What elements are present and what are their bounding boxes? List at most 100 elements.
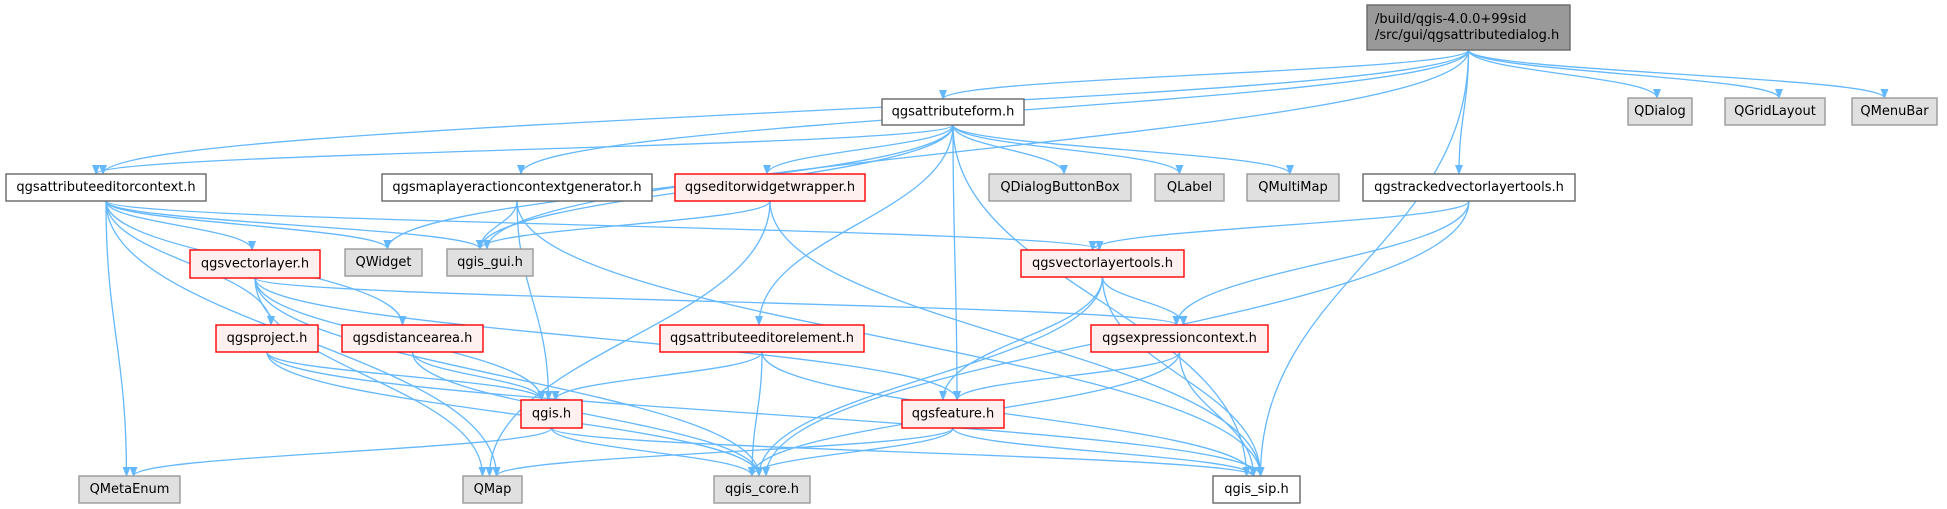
node-label: /src/gui/qgsattributedialog.h xyxy=(1375,28,1559,43)
node-box xyxy=(1154,173,1225,202)
node-label: qgsattributeform.h xyxy=(892,105,1015,120)
node-label: QDialogButtonBox xyxy=(1000,180,1120,195)
edge-qgsmaplayeractioncontextgenerator-to-qgis xyxy=(516,200,553,401)
node-label: qgstrackedvectorlayertools.h xyxy=(1374,180,1564,195)
node-qgis_sip[interactable]: qgis_sip.h xyxy=(1212,475,1301,504)
node-qgsproject[interactable]: qgsproject.h xyxy=(215,324,319,353)
edge-qgsvectorlayertools-to-qgis_core xyxy=(755,276,1104,477)
edge-qgsattributeeditorcontext-to-QMetaEnum xyxy=(105,200,131,477)
node-box xyxy=(1724,97,1826,126)
edge-qgis-to-qgis_sip xyxy=(550,427,1258,477)
node-box xyxy=(381,173,653,202)
node-label: qgis.h xyxy=(532,407,571,422)
node-label: qgsfeature.h xyxy=(912,407,995,422)
node-QWidget[interactable]: QWidget xyxy=(344,248,423,277)
node-root[interactable]: /build/qgis-4.0.0+99sid/src/gui/qgsattri… xyxy=(1366,4,1571,51)
edge-root-to-QMenuBar xyxy=(1467,49,1889,99)
edge-qgsattributeeditorcontext-to-qgsvectorlayer xyxy=(105,200,256,251)
edge-qgsfeature-to-qgis_sip xyxy=(952,427,1258,477)
edge-qgsproject-to-qgis_core xyxy=(266,351,763,477)
edge-qgsfeature-to-qgis_core xyxy=(748,427,954,477)
node-QMap[interactable]: QMap xyxy=(462,475,523,504)
edge-qgseditorwidgetwrapper-to-QMap xyxy=(485,200,771,477)
node-box xyxy=(215,324,319,353)
node-box xyxy=(674,173,866,202)
node-qgis_core[interactable]: qgis_core.h xyxy=(713,475,811,504)
node-QMenuBar[interactable]: QMenuBar xyxy=(1851,97,1938,126)
edge-qgis-to-qgis_core xyxy=(550,427,756,477)
node-box xyxy=(462,475,523,504)
node-label: QWidget xyxy=(355,255,411,270)
node-qgsattributeeditorelement[interactable]: qgsattributeeditorelement.h xyxy=(659,324,865,353)
edge-qgis-to-QMetaEnum xyxy=(129,427,553,477)
edge-qgsattributeform-to-qgsattributeeditorcontext xyxy=(92,124,954,175)
edge-qgsdistancearea-to-qgis_core xyxy=(411,351,763,477)
node-label: qgsattributeeditorelement.h xyxy=(670,331,854,346)
edge-qgsproject-to-qgis_sip xyxy=(266,351,1265,477)
edge-qgseditorwidgetwrapper-to-qgis_gui xyxy=(476,200,771,250)
node-qgsattributeform[interactable]: qgsattributeform.h xyxy=(881,98,1025,126)
edge-qgsdistancearea-to-qgis xyxy=(411,351,546,401)
node-QGridLayout[interactable]: QGridLayout xyxy=(1724,97,1826,126)
node-qgsattributeeditorcontext[interactable]: qgsattributeeditorcontext.h xyxy=(5,173,207,202)
nodes-layer: /build/qgis-4.0.0+99sid/src/gui/qgsattri… xyxy=(5,4,1938,504)
edge-qgsattributeform-to-qgsattributeeditorelement xyxy=(755,124,954,326)
edge-qgsexpressioncontext-to-qgis_sip xyxy=(1178,351,1258,477)
edge-root-to-qgis_gui xyxy=(483,49,1470,250)
node-QDialogButtonBox[interactable]: QDialogButtonBox xyxy=(988,173,1132,202)
edge-root-to-qgsattributeform xyxy=(939,49,1470,100)
node-label: QGridLayout xyxy=(1734,104,1816,119)
edge-qgsattributeeditorelement-to-qgis_sip xyxy=(761,351,1258,477)
node-box xyxy=(659,324,865,353)
node-box xyxy=(189,249,321,279)
node-box xyxy=(341,324,484,353)
node-qgsvectorlayertools[interactable]: qgsvectorlayertools.h xyxy=(1020,249,1185,278)
edge-root-to-qgis_sip xyxy=(1256,49,1470,477)
node-qgis_gui[interactable]: qgis_gui.h xyxy=(446,248,534,277)
node-label: /build/qgis-4.0.0+99sid xyxy=(1375,12,1526,27)
node-label: qgsvectorlayertools.h xyxy=(1032,256,1173,271)
node-QDialog[interactable]: QDialog xyxy=(1627,97,1693,126)
node-box xyxy=(988,173,1132,202)
edge-qgsfeature-to-QMap xyxy=(492,427,954,477)
edge-qgstrackedvectorlayertools-to-qgsvectorlayertools xyxy=(1088,200,1470,251)
node-qgis[interactable]: qgis.h xyxy=(520,399,583,429)
node-label: qgsdistancearea.h xyxy=(353,331,473,346)
edge-qgsattributeeditorcontext-to-qgsvectorlayertools xyxy=(105,200,1104,251)
edge-qgsvectorlayertools-to-qgis_sip xyxy=(1101,276,1265,477)
node-box xyxy=(881,98,1025,126)
edge-qgsattributeform-to-QWidget xyxy=(383,124,954,250)
node-label: qgseditorwidgetwrapper.h xyxy=(685,180,855,195)
node-label: qgsmaplayeractioncontextgenerator.h xyxy=(392,180,641,195)
edge-qgsattributeeditorcontext-to-QWidget xyxy=(105,200,392,250)
edge-qgsattributeform-to-QDialogButtonBox xyxy=(952,124,1068,175)
node-qgstrackedvectorlayertools[interactable]: qgstrackedvectorlayertools.h xyxy=(1362,173,1576,202)
node-QMultiMap[interactable]: QMultiMap xyxy=(1246,173,1340,202)
node-label: qgis_core.h xyxy=(725,482,799,497)
node-qgsdistancearea[interactable]: qgsdistancearea.h xyxy=(341,324,484,353)
node-qgsvectorlayer[interactable]: qgsvectorlayer.h xyxy=(189,249,321,279)
edge-qgsattributeform-to-qgsfeature xyxy=(952,124,961,401)
node-box xyxy=(446,248,534,277)
edge-qgseditorwidgetwrapper-to-qgis_sip xyxy=(769,200,1265,477)
edge-qgsvectorlayer-to-qgsfeature xyxy=(254,277,961,401)
node-qgsexpressioncontext[interactable]: qgsexpressioncontext.h xyxy=(1090,324,1269,353)
node-box xyxy=(520,399,583,429)
node-box xyxy=(344,248,423,277)
edge-qgsmaplayeractioncontextgenerator-to-qgis_sip xyxy=(516,200,1265,477)
node-label: QMap xyxy=(474,482,512,497)
edge-qgsattributeform-to-qgis_sip xyxy=(952,124,1251,477)
edge-qgsvectorlayer-to-qgis_core xyxy=(254,277,763,477)
node-label: QMultiMap xyxy=(1258,180,1327,195)
node-QMetaEnum[interactable]: QMetaEnum xyxy=(78,475,181,504)
node-label: QMetaEnum xyxy=(90,482,170,497)
node-label: qgis_sip.h xyxy=(1224,482,1288,497)
node-qgsmaplayeractioncontextgenerator[interactable]: qgsmaplayeractioncontextgenerator.h xyxy=(381,173,653,202)
node-qgsfeature[interactable]: qgsfeature.h xyxy=(901,399,1005,429)
edge-root-to-qgsattributeeditorcontext xyxy=(99,49,1470,175)
node-box xyxy=(78,475,181,504)
node-QLabel[interactable]: QLabel xyxy=(1154,173,1225,202)
edge-qgsvectorlayer-to-qgsexpressioncontext xyxy=(254,277,1181,326)
node-qgseditorwidgetwrapper[interactable]: qgseditorwidgetwrapper.h xyxy=(674,173,866,202)
